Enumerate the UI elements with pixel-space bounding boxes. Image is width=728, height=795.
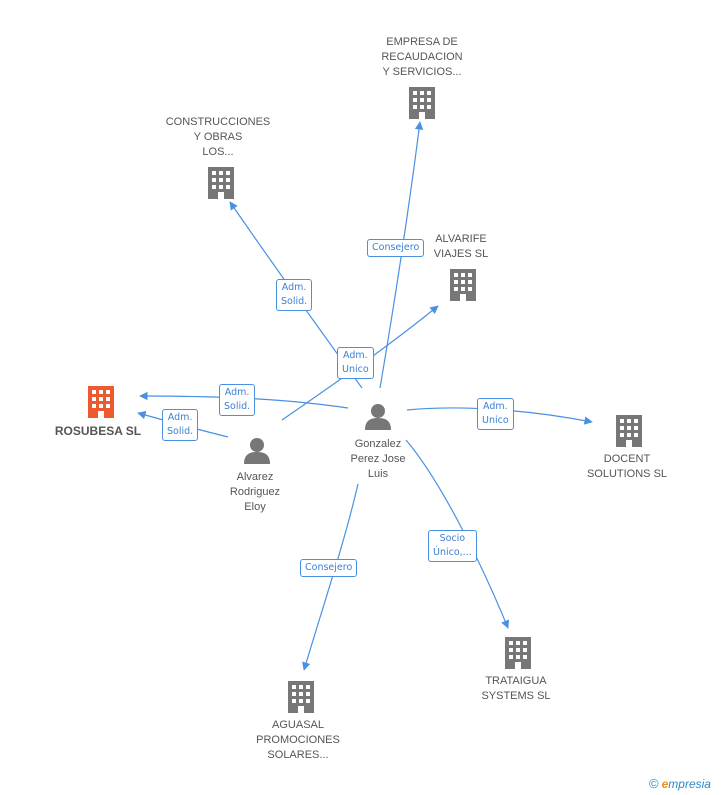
- edge-label-adm-solid[interactable]: Adm. Solid.: [162, 409, 199, 441]
- building-icon[interactable]: [208, 167, 234, 199]
- node-label-construcciones[interactable]: CONSTRUCCIONES Y OBRAS LOS...: [165, 116, 271, 158]
- node-label-rosubesa[interactable]: ROSUBESA SL: [54, 424, 142, 438]
- brand-logo[interactable]: empresia: [662, 777, 711, 791]
- edge-gonzalez-aguasal: [302, 483, 359, 671]
- edge-label-consejero[interactable]: Consejero: [300, 559, 358, 577]
- copyright-footer: ©empresia: [649, 776, 711, 791]
- brand-e: e: [661, 777, 669, 791]
- node-label-trataigua[interactable]: TRATAIGUA SYSTEMS SL: [481, 675, 551, 702]
- node-label-empresa[interactable]: EMPRESA DE RECAUDACION Y SERVICIOS...: [381, 36, 463, 78]
- building-icon[interactable]: [288, 681, 314, 713]
- building-icon[interactable]: [450, 269, 476, 301]
- edge-gonzalez-trataigua: [405, 439, 510, 629]
- edge-label-socio-unico[interactable]: Socio Único,...: [428, 530, 477, 562]
- edge-label-consejero[interactable]: Consejero: [367, 239, 425, 257]
- edge-label-adm-unico[interactable]: Adm. Unico: [337, 347, 374, 379]
- building-icon[interactable]: [409, 87, 435, 119]
- building-icon[interactable]: [88, 386, 114, 418]
- brand-text: mpresia: [668, 777, 711, 791]
- building-icon[interactable]: [616, 415, 642, 447]
- edge-label-adm-solid[interactable]: Adm. Solid.: [276, 279, 313, 311]
- node-label-docent[interactable]: DOCENT SOLUTIONS SL: [586, 453, 668, 480]
- copyright-symbol: ©: [649, 776, 659, 791]
- node-label-alvarez[interactable]: Alvarez Rodriguez Eloy: [229, 471, 281, 513]
- edge-label-adm-unico[interactable]: Adm. Unico: [477, 398, 514, 430]
- node-label-alvarife[interactable]: ALVARIFE VIAJES SL: [433, 233, 489, 260]
- node-label-gonzalez[interactable]: Gonzalez Perez Jose Luis: [350, 438, 406, 480]
- node-label-aguasal[interactable]: AGUASAL PROMOCIONES SOLARES...: [256, 719, 340, 761]
- person-icon[interactable]: [244, 438, 270, 464]
- edge-label-adm-solid[interactable]: Adm. Solid.: [219, 384, 256, 416]
- building-icon[interactable]: [505, 637, 531, 669]
- person-icon[interactable]: [365, 404, 391, 430]
